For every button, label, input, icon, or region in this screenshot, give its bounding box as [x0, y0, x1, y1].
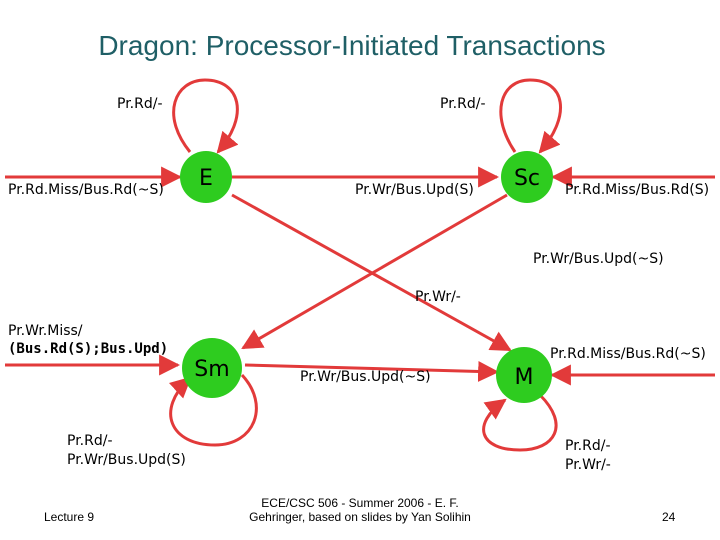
footer-lecture: Lecture 9 — [44, 510, 95, 524]
arrow-sc-to-sm — [241, 193, 508, 350]
svg-text:M: M — [515, 365, 534, 390]
state-e: E — [180, 151, 232, 203]
sc-self-loop-label: Pr.Rd/- — [440, 96, 486, 112]
into-m-label: Pr.Rd.Miss/Bus.Rd(~S) — [550, 346, 706, 362]
svg-text:E: E — [199, 166, 213, 191]
into-sm-label-line2: (Bus.Rd(S);Bus.Upd) — [8, 341, 169, 357]
sc-to-sm-label: Pr.Wr/Bus.Upd(~S) — [533, 251, 664, 267]
sm-self-loop-label-line2: Pr.Wr/Bus.Upd(S) — [67, 452, 186, 468]
sm-to-m-label: Pr.Wr/Bus.Upd(~S) — [300, 369, 431, 385]
slide-title: Dragon: Processor-Initiated Transactions — [98, 30, 606, 61]
footer-page-number: 24 — [662, 510, 676, 524]
e-to-m-label: Pr.Wr/- — [415, 289, 461, 305]
sm-self-loop-label-line1: Pr.Rd/- — [67, 433, 113, 449]
sm-self-loop — [168, 373, 258, 447]
m-self-loop-label-line2: Pr.Wr/- — [565, 457, 611, 473]
e-self-loop — [172, 78, 239, 154]
m-self-loop — [482, 393, 558, 452]
svg-text:Sm: Sm — [194, 357, 229, 382]
svg-text:Sc: Sc — [514, 166, 540, 191]
state-sm: Sm — [182, 338, 242, 398]
into-sm-label-line1: Pr.Wr.Miss/ — [8, 323, 83, 339]
into-e-label: Pr.Rd.Miss/Bus.Rd(~S) — [8, 182, 164, 198]
into-sc-label: Pr.Rd.Miss/Bus.Rd(S) — [565, 182, 710, 198]
m-self-loop-label-line1: Pr.Rd/- — [565, 438, 611, 454]
footer-course-line1: ECE/CSC 506 - Summer 2006 - E. F. — [261, 496, 459, 510]
sc-self-loop — [499, 78, 562, 154]
state-sc: Sc — [501, 151, 553, 203]
e-to-sc-label: Pr.Wr/Bus.Upd(S) — [355, 182, 474, 198]
state-m: M — [496, 347, 552, 403]
arrow-sm-to-m — [244, 360, 500, 382]
footer-course-line2: Gehringer, based on slides by Yan Solihi… — [249, 510, 471, 524]
e-self-loop-label: Pr.Rd/- — [117, 96, 163, 112]
